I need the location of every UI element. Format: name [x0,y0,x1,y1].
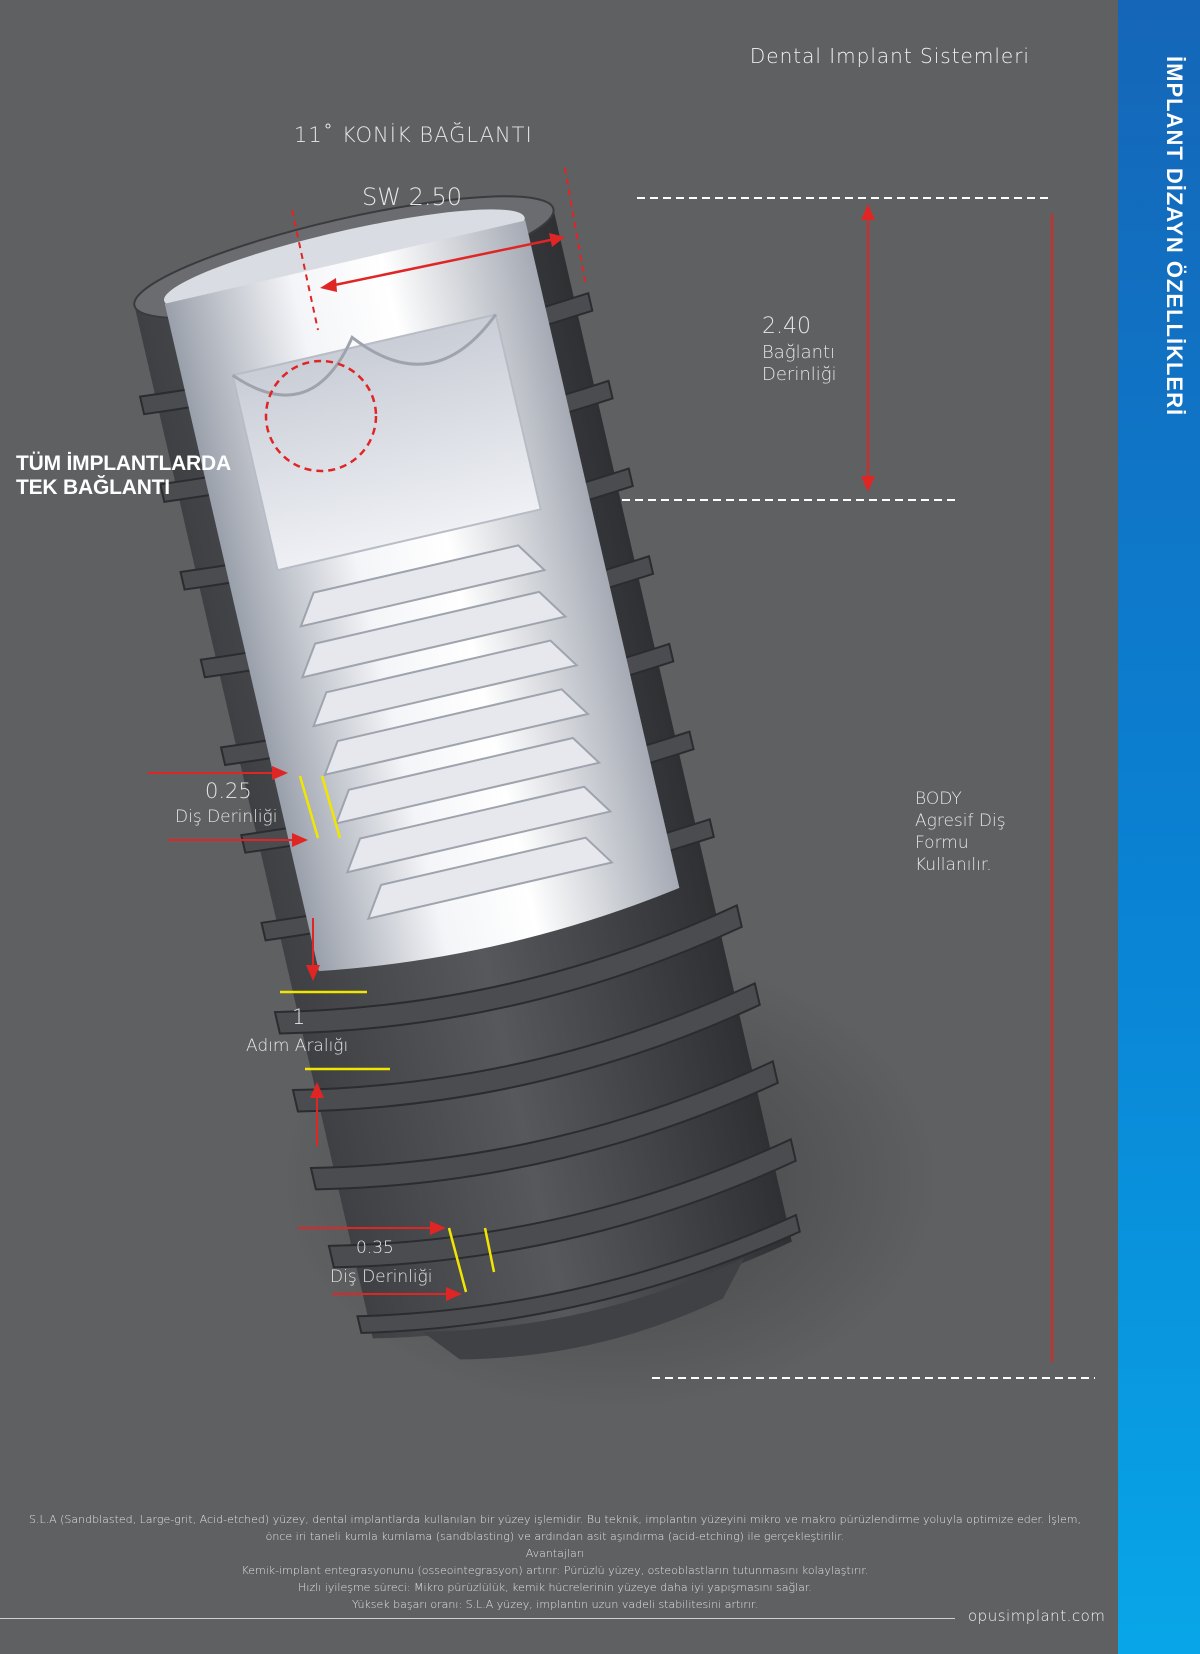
footnote-line: önce iri taneli kumla kumlama (sandblast… [265,1530,845,1543]
thread-depth-bottom-value: 0.35 [356,1238,394,1258]
sw-arrow [324,236,561,289]
footnote-line: Kemik-implant entegrasyonunu (osseointeg… [241,1564,869,1577]
footnote-line: Hızlı iyileşme süreci: Mikro pürüzlülük,… [298,1581,812,1594]
footnote-line: Yüksek başarı oranı: S.L.A yüzey, implan… [351,1598,758,1611]
single-connection-line-1: TÜM İMPLANTLARDA [16,452,231,475]
connection-depth-label-line-2: Derinliği [762,364,837,385]
single-connection-heading: TÜM İMPLANTLARDA TEK BAĞLANTI [16,452,256,500]
thread-depth-bottom-label: Diş Derinliği [330,1267,433,1287]
connection-depth-value: 2.40 [762,314,811,339]
footnote-line: S.L.A (Sandblasted, Large-grit, Acid-etc… [28,1513,1081,1526]
thread-depth-top-label: Diş Derinliği [175,807,278,827]
implant-illustration [133,167,1095,1410]
pitch-label: Adım Aralığı [246,1036,349,1056]
body-description: BODY Agresif Diş Formu Kullanılır. [915,788,1055,876]
body-line-4: Kullanılır. [915,855,992,875]
sla-footnote: S.L.A (Sandblasted, Large-grit, Acid-etc… [20,1511,1090,1613]
connection-highlight-circle [264,359,378,473]
sw-value: SW 2.50 [362,183,463,211]
thread-depth-top-value: 0.25 [205,779,252,803]
body-line-3: Formu [915,833,969,853]
footnote-line: Avantajları [525,1547,585,1560]
footer-url: opusimplant.com [968,1607,1106,1625]
thread-depth-bottom-marker-1 [447,1227,468,1293]
conical-guide-left [291,209,319,331]
footer-rule [0,1618,955,1619]
implant-body [133,195,801,1360]
thread-depth-top-marker-2 [320,775,342,839]
pitch-value: 1 [292,1005,306,1029]
page-header-title: Dental Implant Sistemleri [749,44,1030,68]
body-line-2: Agresif Diş [915,811,1006,831]
thread-depth-top-marker-1 [298,775,320,839]
sidebar: İMPLANT DİZAYN ÖZELLİKLERİ [1118,0,1200,1654]
conical-guide-right [564,167,586,283]
single-connection-line-2: TEK BAĞLANTI [16,476,170,499]
thread-depth-bottom-marker-2 [483,1227,496,1273]
body-line-1: BODY [915,789,962,809]
connection-depth-label: Bağlantı Derinliği [762,342,882,386]
conical-connection-label: 11˚ KONİK BAĞLANTI [294,123,533,147]
sidebar-title: İMPLANT DİZAYN ÖZELLİKLERİ [1162,55,1187,417]
connection-depth-label-line-1: Bağlantı [762,342,836,363]
